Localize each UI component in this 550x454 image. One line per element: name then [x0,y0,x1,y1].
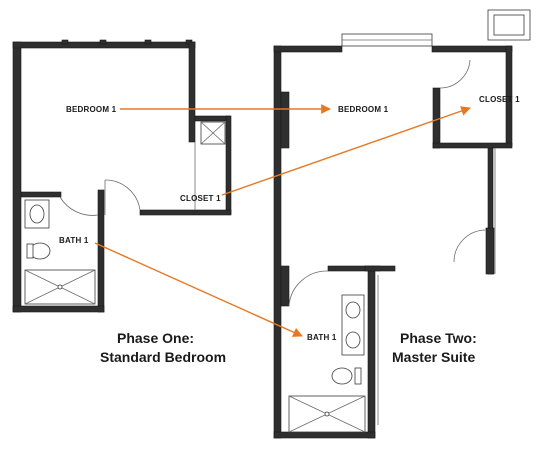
arrow-bath [94,242,303,337]
p1-bath-label: BATH 1 [59,236,89,245]
p1-wall-top-tick [99,39,107,45]
p2-bath-wall-right [367,270,376,439]
p1-closet-shelf-x [200,121,226,145]
p1-wall-top-tick [144,39,152,45]
phase-one-caption-line1: Phase One: [117,330,194,346]
p1-closet-wall-right [225,115,232,215]
p2-wall-top-left [273,45,343,53]
p1-wall-right-upper [188,41,196,143]
phase-two-caption-line2: Master Suite [392,349,475,365]
p1-wall-left [12,41,22,313]
p1-wall-bath-top [20,191,62,198]
p1-door-swing [104,179,141,211]
p2-wall-bottom [273,431,376,439]
p1-bedroom-label: BEDROOM 1 [66,105,117,114]
p2-wall-top-right [431,45,513,53]
p2-closet-label: CLOSET 1 [479,95,520,104]
p2-closet-wall-bottom [432,142,513,149]
p2-shower-drain [324,411,330,417]
p2-bedroom-label: BEDROOM 1 [338,105,389,114]
p1-wall-bottom-right [139,209,232,216]
p2-wall-left [273,45,282,439]
phase-two-caption-line1: Phase Two: [400,330,477,346]
p1-closet-label: CLOSET 1 [180,194,221,203]
phase-one-caption-line2: Standard Bedroom [100,349,226,365]
arrow-closet [221,106,471,196]
p2-bath-door-swing [288,270,329,307]
arrows [94,104,471,337]
p1-bath-door-swing [59,196,99,216]
p2-interior-wall-b [280,265,290,307]
p2-wall-right-low [485,227,495,275]
p1-shower-drain [57,284,63,290]
p2-interior-wall-a [280,91,290,149]
p2-sink-b [345,331,361,349]
phase-one-plan [12,39,232,313]
p1-wall-bottom [12,305,105,313]
p2-toilet [331,367,353,385]
p2-bath-wall-top-b [364,265,396,272]
p1-wall-top-tick [61,39,69,45]
p1-wall-bath-right [97,189,105,313]
p1-sink [29,204,45,224]
p1-closet-wall-top [194,115,231,122]
p2-sink-a [345,301,361,319]
p2-right-door-swing [453,229,487,263]
p2-toilet-tank [354,367,362,385]
p1-toilet-tank [26,243,34,259]
p2-closet-wall-left [432,87,441,149]
p2-bath-label: BATH 1 [307,333,337,342]
p2-closet-door-swing [439,59,471,89]
p2-window-box-inner [493,14,525,36]
phase-two-plan [273,9,531,439]
